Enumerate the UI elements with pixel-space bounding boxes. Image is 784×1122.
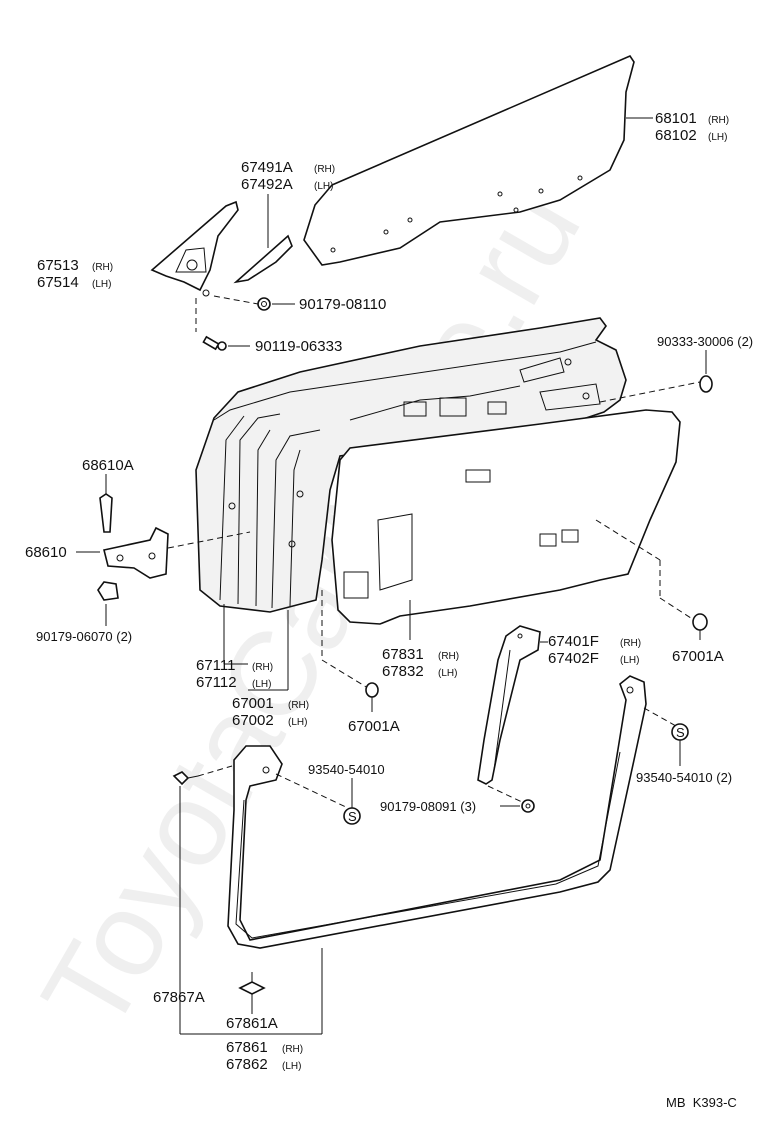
label-67514: 67514 xyxy=(37,274,79,291)
label-90333-30006: 90333-30006 (2) xyxy=(657,334,753,349)
tag-68102-lh: (LH) xyxy=(708,132,727,143)
clip-90179-08110 xyxy=(257,297,271,311)
tag-67832-lh: (LH) xyxy=(438,668,457,679)
tag-67111-rh: (RH) xyxy=(252,662,273,673)
leader-check-dash xyxy=(167,531,251,549)
label-67001a-right: 67001A xyxy=(672,648,724,665)
label-93540-left: 93540-54010 xyxy=(308,762,385,777)
label-67867a: 67867A xyxy=(153,989,205,1006)
label-67862: 67862 xyxy=(226,1056,268,1073)
screw-glyph-right: S xyxy=(676,725,685,740)
label-68102: 68102 xyxy=(655,127,697,144)
tag-67112-lh: (LH) xyxy=(252,679,271,690)
door-check xyxy=(97,493,169,601)
tag-67861-rh: (RH) xyxy=(282,1044,303,1055)
tag-67401f-rh: (RH) xyxy=(620,638,641,649)
clip-67001a-left xyxy=(365,682,379,712)
leader-nut-dash xyxy=(487,785,523,803)
label-90179-06070: 90179-06070 (2) xyxy=(36,629,132,644)
label-67401f: 67401F xyxy=(548,633,599,650)
label-68610a: 68610A xyxy=(82,457,134,474)
label-67491a: 67491A xyxy=(241,159,293,176)
leader-plug xyxy=(599,381,701,403)
footer-code: MB K393-C xyxy=(666,1095,737,1110)
tag-67492a-lh: (LH) xyxy=(314,181,333,192)
partition-glass xyxy=(233,234,293,284)
door-glass xyxy=(303,55,635,266)
screw-93540-right: S xyxy=(671,723,689,741)
label-68610: 68610 xyxy=(25,544,67,561)
label-67001: 67001 xyxy=(232,695,274,712)
tag-67491a-rh: (RH) xyxy=(314,164,335,175)
window-run-channel xyxy=(477,625,541,785)
leader-67867a-dash xyxy=(197,765,233,777)
label-67831: 67831 xyxy=(382,646,424,663)
tag-67831-rh: (RH) xyxy=(438,651,459,662)
label-67001a-left: 67001A xyxy=(348,718,400,735)
label-67111: 67111 xyxy=(196,657,236,674)
tag-67002-lh: (LH) xyxy=(288,717,307,728)
label-67112: 67112 xyxy=(196,674,237,691)
clip-67001a-right xyxy=(692,613,708,640)
label-67513: 67513 xyxy=(37,257,79,274)
screw-90119-06333 xyxy=(202,335,227,351)
tag-67862-lh: (LH) xyxy=(282,1061,301,1072)
label-90119-06333: 90119-06333 xyxy=(255,338,342,355)
leader-90179-08110-a xyxy=(213,295,259,305)
tag-67001-rh: (RH) xyxy=(288,700,309,711)
label-67002: 67002 xyxy=(232,712,274,729)
clip-67867a xyxy=(172,771,199,786)
tag-67402f-lh: (LH) xyxy=(620,655,639,666)
leader-trim-right xyxy=(595,519,661,561)
leader-trim-right-c xyxy=(659,597,695,621)
nut-90179-08091 xyxy=(521,799,535,813)
screw-glyph-left: S xyxy=(348,809,357,824)
label-93540-right: 93540-54010 (2) xyxy=(636,770,732,785)
label-67832: 67832 xyxy=(382,663,424,680)
screw-93540-left: S xyxy=(343,807,361,825)
leader-trim-left-b xyxy=(321,659,369,689)
label-67861: 67861 xyxy=(226,1039,268,1056)
label-67492a: 67492A xyxy=(241,176,293,193)
clip-67861a xyxy=(238,972,266,995)
hole-plug xyxy=(699,375,713,393)
tag-67514-lh: (LH) xyxy=(92,279,111,290)
leader-93540-left xyxy=(275,773,349,809)
label-68101: 68101 xyxy=(655,110,697,127)
door-trim-board xyxy=(331,409,681,625)
label-67402f: 67402F xyxy=(548,650,599,667)
tag-67513-rh: (RH) xyxy=(92,262,113,273)
door-panel xyxy=(195,317,627,613)
weatherstrip xyxy=(227,675,647,949)
label-67861a: 67861A xyxy=(226,1015,278,1032)
label-90179-08091: 90179-08091 (3) xyxy=(380,799,476,814)
label-90179-08110: 90179-08110 xyxy=(299,296,386,313)
leader-93540-right xyxy=(643,707,677,727)
mirror-base xyxy=(150,200,239,297)
tag-68101-rh: (RH) xyxy=(708,115,729,126)
